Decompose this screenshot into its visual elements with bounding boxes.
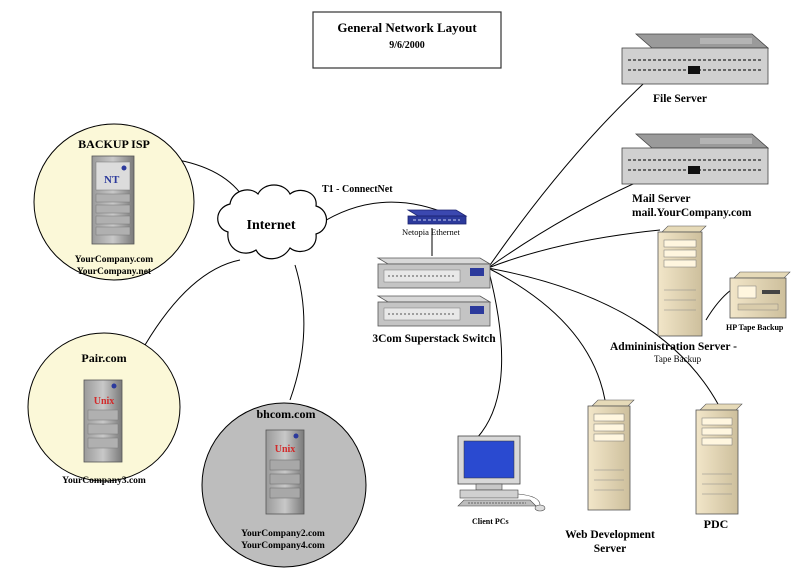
isp-pair-name: Pair.com: [81, 351, 126, 365]
isp-backup: BACKUP ISP NT YourCompany.com YourCompan…: [33, 123, 195, 281]
tape-backup-icon: [729, 271, 791, 319]
webdev-server-sublabel: Server: [594, 543, 627, 555]
isp-backup-domain-1: YourCompany.com: [75, 255, 153, 265]
switch-unit-2: [376, 295, 492, 327]
page-title: General Network Layout: [337, 20, 477, 35]
mail-server-hostname: mail.YourCompany.com: [632, 207, 752, 219]
link-switch-fileserver: [487, 72, 656, 269]
pdc-label: PDC: [704, 517, 729, 531]
isp-bhcom-name: bhcom.com: [257, 407, 316, 421]
mail-server-icon: [621, 133, 770, 185]
internet-cloud: Internet: [217, 184, 328, 260]
server-rack-icon: [83, 379, 123, 463]
admin-server-sublabel: Tape Backup: [654, 354, 702, 364]
link-internet-netopia: [317, 201, 451, 226]
pdc-server-tower-icon: [695, 403, 743, 515]
isp-pair: Pair.com Unix YourCompany3.com: [27, 332, 181, 486]
title-date: 9/6/2000: [389, 40, 425, 51]
link-bhcom-internet: [289, 264, 305, 401]
admin-server-label: Admininistration Server -: [610, 341, 737, 353]
link-switch-clients: [476, 267, 503, 439]
isp-bhcom-domain-1: YourCompany2.com: [241, 529, 325, 539]
server-rack-icon: [265, 429, 305, 515]
isp-backup-domain-2: YourCompany.net: [77, 267, 152, 277]
switch-stack-icon: [376, 257, 492, 327]
isp-pair-os: Unix: [94, 396, 115, 407]
isp-backup-name: BACKUP ISP: [78, 137, 150, 151]
isp-bhcom: bhcom.com Unix YourCompany2.com YourComp…: [201, 402, 367, 568]
webdev-server-tower-icon: [587, 399, 635, 511]
webdev-server-label: Web Development: [565, 529, 655, 541]
title-box: General Network Layout 9/6/2000: [312, 11, 502, 69]
isp-backup-os: NT: [104, 174, 120, 186]
switch-unit-1: [376, 257, 492, 289]
netopia-label: Netopia Ethernet: [402, 227, 460, 237]
t1-label: T1 - ConnectNet: [322, 184, 393, 195]
server-rack-icon: [91, 155, 135, 245]
link-switch-webdev: [487, 267, 606, 401]
switch-label: 3Com Superstack Switch: [372, 333, 496, 345]
connection-lines: [144, 72, 732, 439]
client-pc-icon: [457, 435, 546, 512]
link-pair-internet: [144, 259, 241, 346]
admin-server-tower-icon: [657, 225, 707, 337]
internet-label: Internet: [247, 218, 296, 233]
mail-server-label: Mail Server: [632, 193, 690, 205]
file-server-label: File Server: [653, 93, 707, 105]
tape-backup-label: HP Tape Backup: [726, 323, 784, 332]
link-switch-mailserver: [487, 171, 661, 269]
file-server-icon: [621, 33, 770, 85]
isp-bhcom-os: Unix: [275, 444, 296, 455]
link-switch-admin: [487, 229, 661, 269]
isp-bhcom-domain-2: YourCompany4.com: [241, 541, 325, 551]
netopia-router-icon: [406, 209, 468, 225]
client-pcs-label: Client PCs: [472, 517, 509, 526]
link-switch-pdc: [487, 267, 719, 405]
link-admin-tape: [705, 289, 732, 321]
isp-pair-domain-1: YourCompany3.com: [62, 476, 146, 486]
